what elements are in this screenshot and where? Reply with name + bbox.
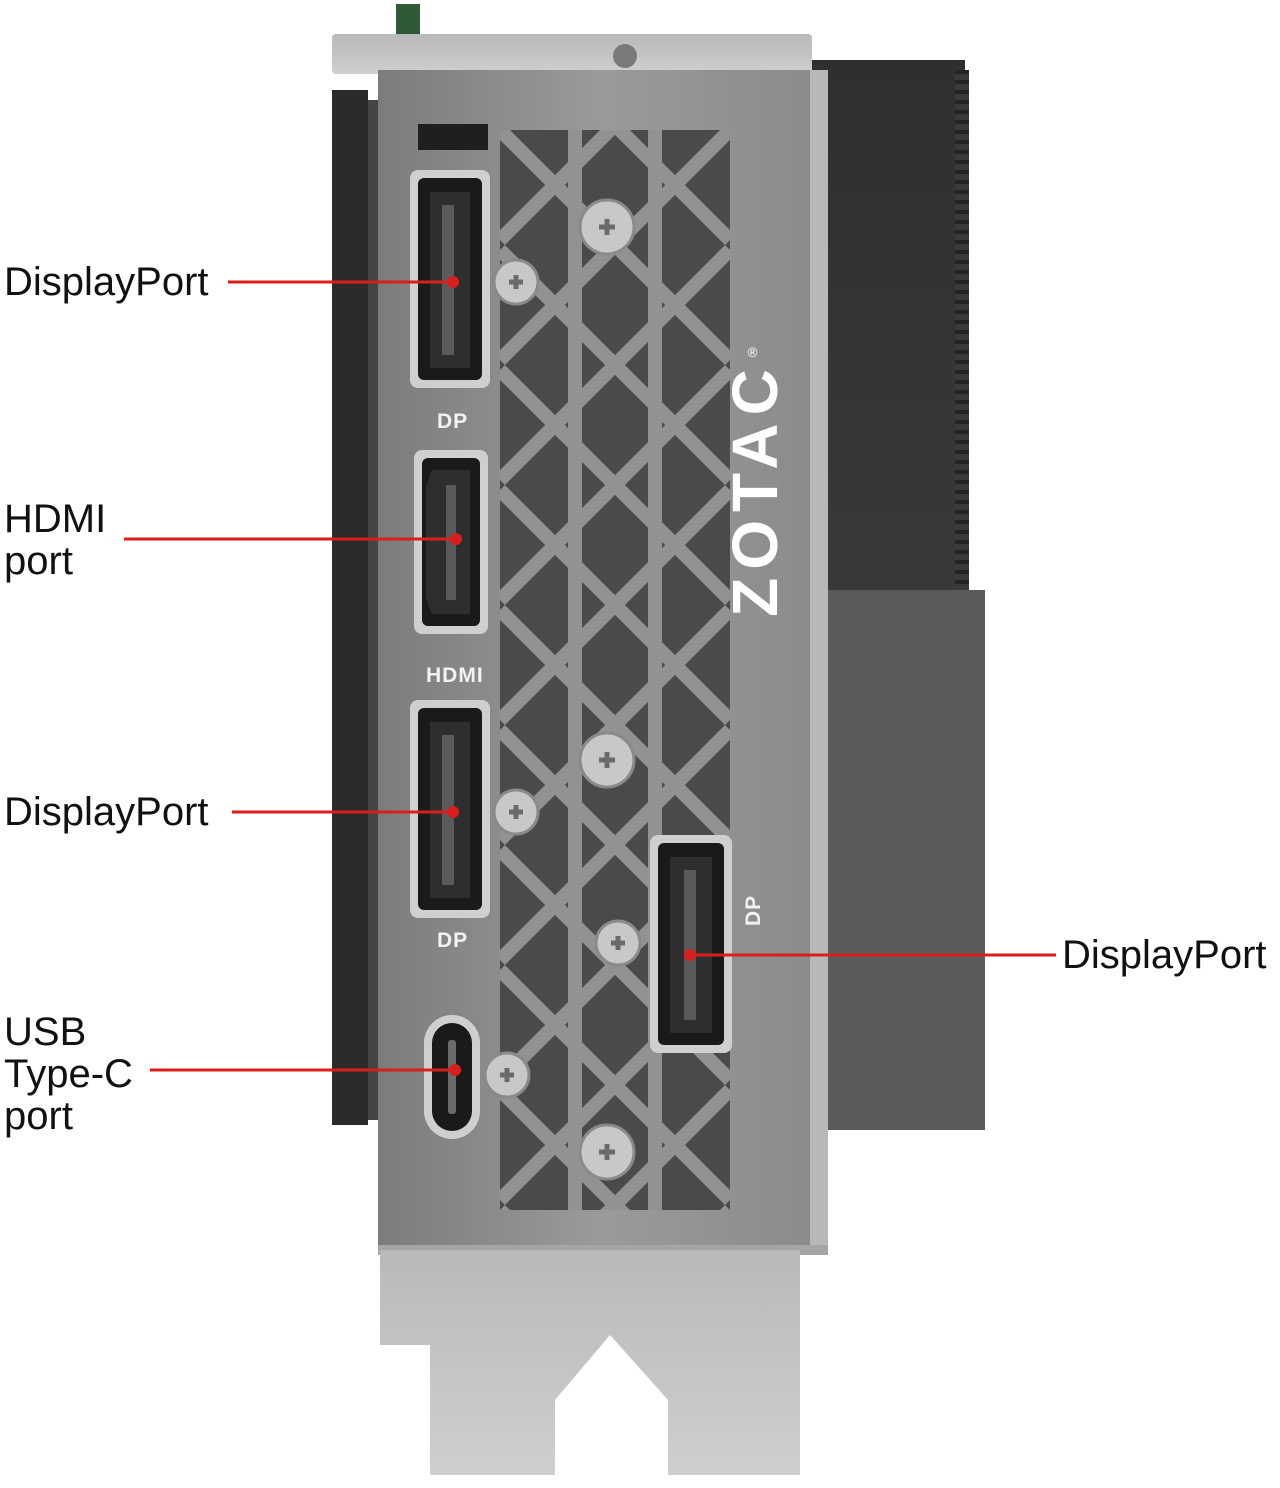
leader-displayport-right bbox=[684, 949, 1056, 961]
vent-strut bbox=[610, 130, 730, 245]
callout-line: HDMI bbox=[4, 497, 107, 541]
callout-line: DisplayPort bbox=[1062, 933, 1267, 977]
heatsink bbox=[805, 60, 985, 1130]
vent-strut bbox=[500, 245, 730, 485]
zotac-logo: ZOTAC bbox=[719, 361, 791, 617]
screw-icon bbox=[578, 1123, 636, 1181]
callout-displayport-right: DisplayPort bbox=[1062, 934, 1267, 976]
screw-icon bbox=[492, 258, 540, 306]
bracket-top-tab bbox=[332, 34, 812, 74]
screws bbox=[483, 198, 642, 1181]
port-label-dp-top: DP bbox=[437, 410, 469, 433]
screw-icon bbox=[483, 1051, 531, 1099]
port-label-hdmi: HDMI bbox=[426, 664, 484, 687]
vent-strut bbox=[500, 365, 730, 605]
usb-c-connector bbox=[424, 1015, 480, 1139]
leader-displayport-top bbox=[228, 276, 459, 288]
callout-line: port bbox=[4, 539, 73, 583]
callout-line: DisplayPort bbox=[4, 790, 209, 834]
leader-usb-c bbox=[150, 1064, 461, 1076]
callout-line: DisplayPort bbox=[4, 260, 209, 304]
vent-strut bbox=[500, 605, 730, 845]
registered-mark: ® bbox=[746, 346, 759, 361]
displayport-connector-right bbox=[650, 835, 732, 1053]
callout-line: port bbox=[4, 1094, 73, 1138]
bracket-bottom bbox=[380, 1250, 800, 1475]
leader-displayport-middle bbox=[232, 806, 459, 818]
callout-displayport-middle: DisplayPort bbox=[4, 791, 209, 833]
callout-displayport-top: DisplayPort bbox=[4, 261, 209, 303]
port-label-dp-middle: DP bbox=[437, 929, 469, 952]
callout-hdmi-port: HDMI port bbox=[4, 498, 106, 582]
screw-icon bbox=[578, 198, 636, 256]
vent-strut bbox=[500, 130, 620, 245]
callout-usb-type-c-port: USB Type-C port bbox=[4, 1011, 133, 1137]
callout-line: Type-C bbox=[4, 1052, 133, 1096]
screw-icon bbox=[492, 788, 540, 836]
vent-strut bbox=[500, 725, 730, 965]
callout-line: USB bbox=[4, 1010, 87, 1054]
vent-strut bbox=[500, 485, 730, 725]
screw-icon bbox=[594, 919, 642, 967]
leader-lines bbox=[124, 276, 1056, 1076]
leader-hdmi bbox=[124, 533, 462, 545]
screw-icon bbox=[578, 731, 636, 789]
port-label-dp-right: DP bbox=[742, 894, 765, 926]
vent-strut bbox=[600, 1085, 730, 1210]
